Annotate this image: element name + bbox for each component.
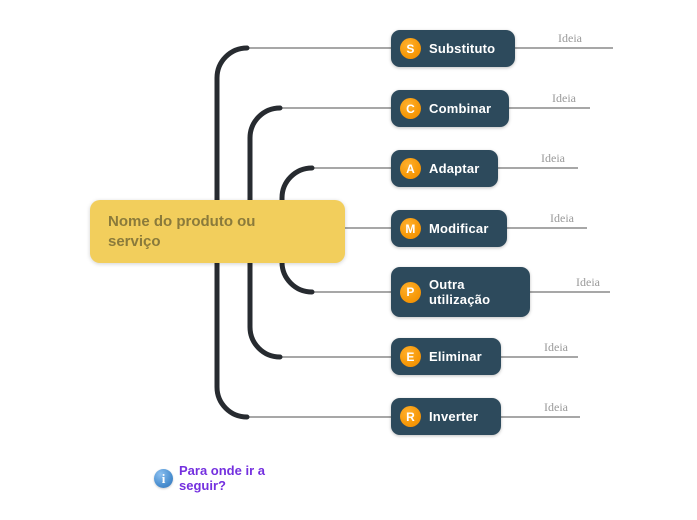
topic-label: Eliminar [429, 349, 482, 364]
topic-combinar[interactable]: C Combinar [391, 90, 509, 127]
idea-topic[interactable]: Ideia [558, 31, 582, 45]
central-topic-label: Nome do produto ou serviço [108, 212, 256, 250]
letter-badge-icon: M [400, 218, 421, 239]
idea-topic[interactable]: Ideia [544, 400, 568, 414]
topic-eliminar[interactable]: E Eliminar [391, 338, 501, 375]
topic-label: Modificar [429, 221, 489, 236]
next-steps-note[interactable]: Para onde ir a seguir? [179, 463, 265, 493]
idea-topic[interactable]: Ideia [544, 340, 568, 354]
topic-inverter[interactable]: R Inverter [391, 398, 501, 435]
info-icon[interactable]: i [154, 469, 173, 488]
topic-adaptar[interactable]: A Adaptar [391, 150, 498, 187]
topic-label: Inverter [429, 409, 479, 424]
idea-topic[interactable]: Ideia [541, 151, 565, 165]
central-topic[interactable]: Nome do produto ou serviço [90, 200, 345, 263]
letter-badge-icon: C [400, 98, 421, 119]
letter-badge-icon: P [400, 281, 421, 303]
topic-label: Combinar [429, 101, 492, 116]
topic-label: Adaptar [429, 161, 480, 176]
topic-modificar[interactable]: M Modificar [391, 210, 507, 247]
letter-badge-icon: S [400, 38, 421, 59]
letter-badge-icon: R [400, 406, 421, 427]
idea-topic[interactable]: Ideia [576, 275, 600, 289]
topic-label: Substituto [429, 41, 496, 56]
topic-label: Outra utilização [429, 277, 491, 307]
letter-badge-icon: E [400, 346, 421, 367]
idea-topic[interactable]: Ideia [552, 91, 576, 105]
letter-badge-icon: A [400, 158, 421, 179]
topic-substituto[interactable]: S Substituto [391, 30, 515, 67]
idea-topic[interactable]: Ideia [550, 211, 574, 225]
topic-outra-utilizacao[interactable]: P Outra utilização [391, 267, 530, 317]
